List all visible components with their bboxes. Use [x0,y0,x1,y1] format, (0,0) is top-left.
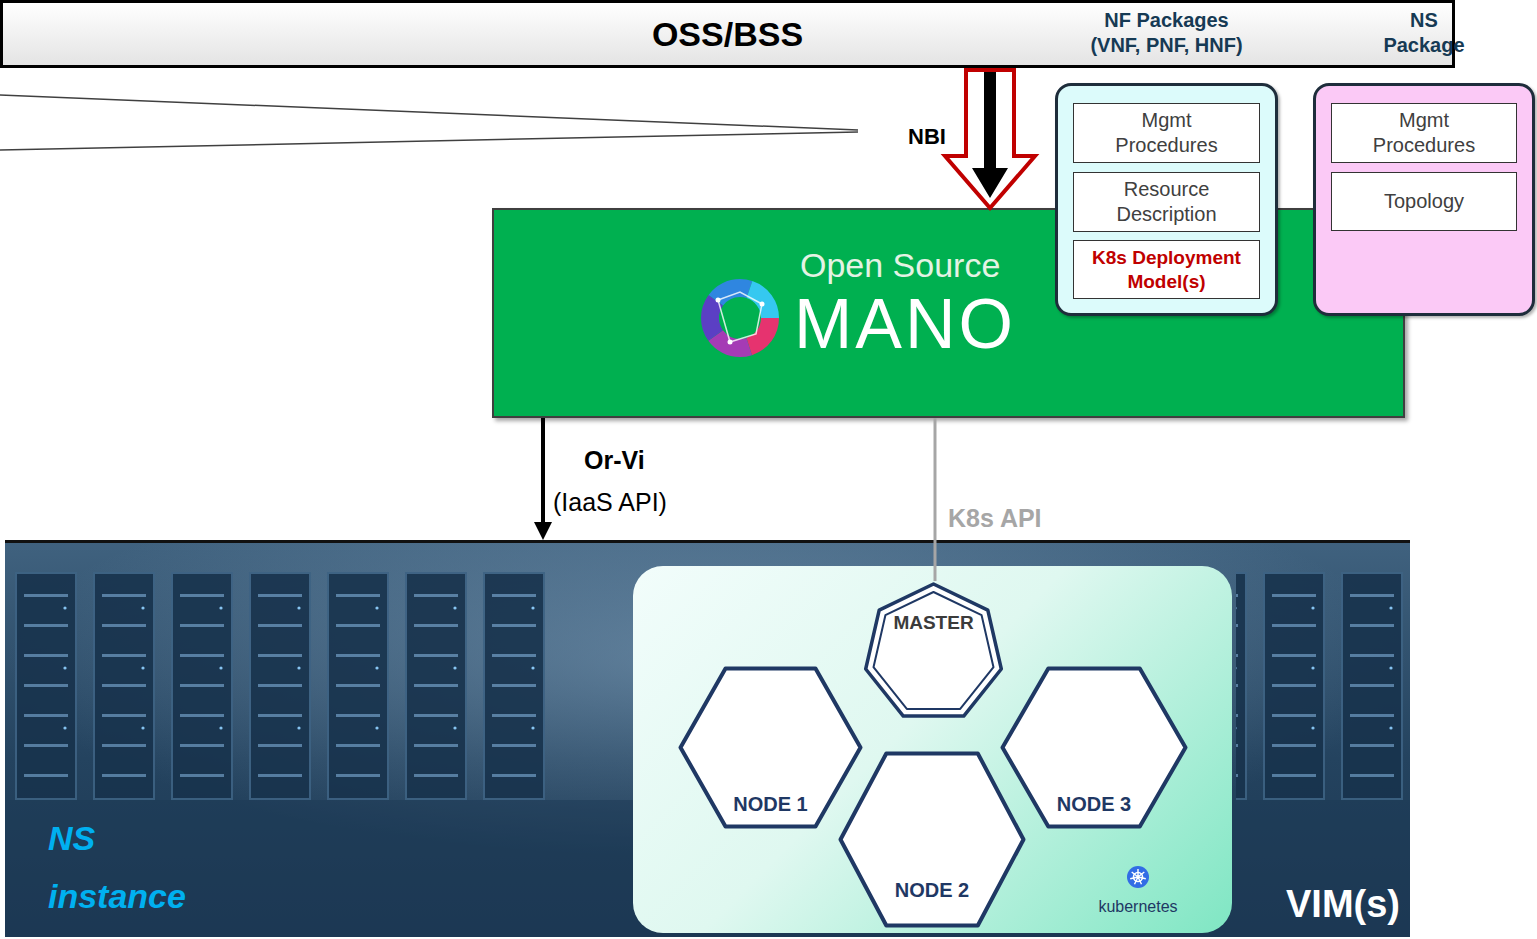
logo-segment [710,288,770,348]
kubernetes-logo [1127,866,1149,888]
worker-hexagon: NODE 1 [678,666,863,829]
text-slot: NODE 2 [838,879,1026,902]
item-text: Mgmt Procedures [1102,108,1232,158]
edge-label: K8s API [948,504,1042,533]
arrowhead [534,522,552,540]
datacenter-ground [5,540,1410,937]
text-slot: Open Source [800,246,1000,285]
hexagon-border [841,754,1024,926]
node-label: NODE 1 [733,793,807,816]
logo-segment [710,288,770,348]
connector [935,418,936,581]
hexagon-border [1003,669,1186,827]
logo-segment [710,288,770,348]
logo-mesh [718,292,762,342]
hexagon-outline [838,751,1026,928]
kubernetes-cluster: kubernetes MASTER NODE 1 NODE 2 NODE 3 [633,566,1232,933]
text-slot: NS Package [1376,8,1472,58]
logo-dot [716,298,721,303]
text-slot: MASTER [862,612,1005,634]
text-slot: VIM(s) [1245,883,1400,926]
package-item-box: Resource Description [1073,172,1260,232]
logo-wheel [1134,873,1143,882]
connector [534,418,552,540]
band-title: OSS/BSS [652,15,803,54]
package-item-box: Mgmt Procedures [1331,103,1517,163]
item-text: Mgmt Procedures [1359,108,1489,158]
text-slot: NODE 1 [678,793,863,816]
worker-hexagon: NODE 2 [838,751,1026,928]
annotation-slot: (IaaS API) [553,488,667,517]
osm-logo [710,288,770,348]
package-heading: NF Packages (VNF, PNF, HNF) [1079,8,1254,58]
callout-wedge [0,95,858,150]
logo-spokes [1130,869,1146,884]
node-label: NODE 2 [895,879,969,902]
text-slot: Mgmt Procedures [1332,104,1516,162]
datacenter-picture [5,540,1410,937]
band-title: VIM(s) [1286,883,1400,926]
text-slot: Topology [1332,173,1516,230]
nf-package-group: NF Packages (VNF, PNF, HNF) Mgmt Procedur… [1055,5,1278,316]
edge-label-slot: Or-Vi [584,446,645,475]
heptagon-border [866,584,1002,716]
edge-label: Or-Vi [584,446,645,475]
hexagon-border [681,669,861,827]
connector [945,70,1035,208]
item-text: Topology [1384,189,1464,214]
heptagon-outline [862,581,1005,724]
logo-dot [760,302,765,307]
package-heading: NS Package [1376,8,1472,58]
connector-line [934,418,937,581]
logo-segment [710,288,770,348]
text-slot: MANO [794,286,1016,363]
datacenter-glow [5,540,1410,937]
item-text: K8s Deployment Model(s) [1079,246,1254,294]
server-racks [1236,572,1408,800]
leader-line [0,95,858,130]
logo-text: Open Source [800,246,1000,285]
text-slot: NF Packages (VNF, PNF, HNF) [1079,8,1254,58]
worker-hexagon: NODE 3 [1000,666,1188,829]
edge-label-slot: NBI [908,124,946,150]
connector-line [541,418,545,522]
edge-label: NBI [908,124,946,150]
leader-line [0,132,858,150]
text-slot: Resource Description [1074,173,1259,231]
node-label: NODE 3 [1057,793,1131,816]
node-label: MASTER [893,612,973,634]
interface-arrow-outline [945,70,1035,208]
text-slot: kubernetes [1073,898,1203,916]
ns-package-group: NS PackageMgmt ProceduresTopology [1313,5,1535,316]
interface-arrow-core [972,72,1008,198]
heptagon-inner-border [874,592,994,709]
package-item-box: K8s Deployment Model(s) [1073,240,1260,299]
edge-label-slot: K8s API [948,504,1042,533]
vim-band: NS instanceVIM(s) kubernetes MASTER NODE 1 N… [5,540,1410,937]
package-item-box: Topology [1331,172,1517,231]
text-slot: K8s Deployment Model(s) [1074,241,1259,298]
band-caption: NS instance [48,809,218,925]
logo-segment [710,288,770,348]
text-slot: NS instance [48,809,218,925]
master-heptagon: MASTER [862,581,1005,724]
logo-text: MANO [794,286,1016,363]
annotation: (IaaS API) [553,488,667,517]
package-item-box: Mgmt Procedures [1073,103,1260,163]
logo-disc [1127,866,1149,888]
item-text: Resource Description [1102,177,1232,227]
cluster-name: kubernetes [1098,898,1177,916]
text-slot: NODE 3 [1000,793,1188,816]
logo-dot [728,340,733,345]
text-slot: Mgmt Procedures [1074,104,1259,162]
server-racks [15,572,561,800]
